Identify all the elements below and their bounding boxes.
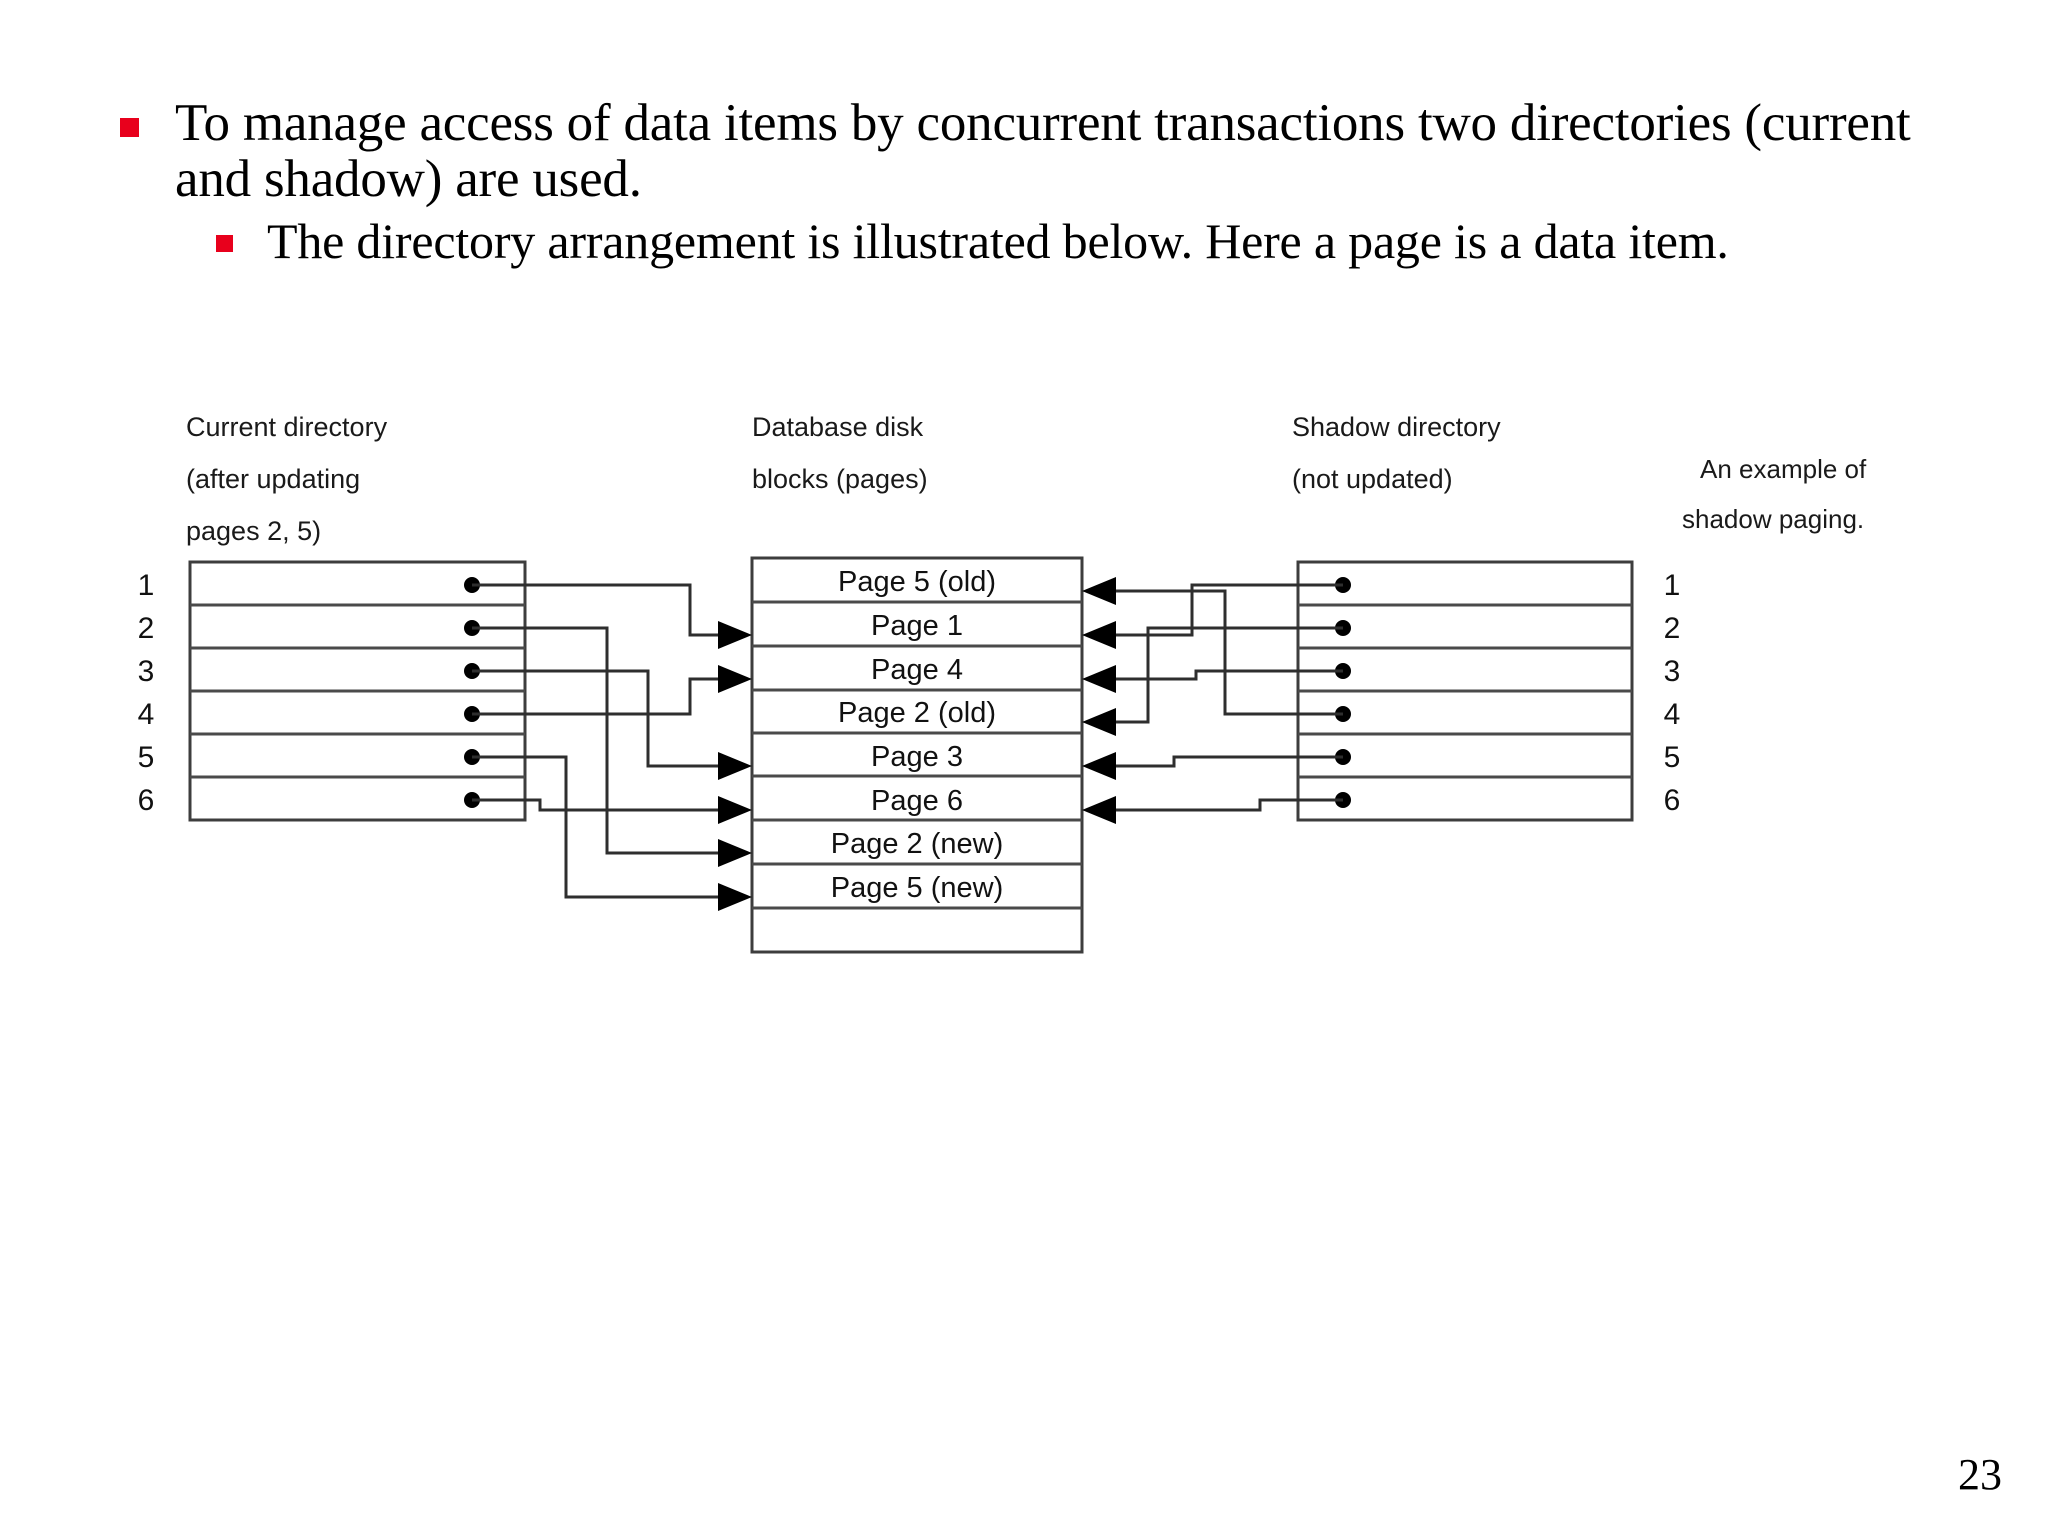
current-link-2-to-page2new [472, 626, 752, 867]
disk-block-row-3: Page 4 [871, 654, 963, 686]
caption-line2: shadow paging. [1682, 504, 1864, 534]
disk-block-row-6: Page 6 [871, 785, 963, 817]
disk-block-row-1: Page 5 (old) [838, 566, 996, 598]
bullet-text-2: The directory arrangement is illustrated… [267, 213, 1729, 270]
bullet-item-2: The directory arrangement is illustrated… [216, 215, 1960, 268]
shadow-dir-row-label-2: 2 [1664, 612, 1681, 645]
shadow-link-5-to-page3 [1082, 752, 1343, 780]
current-dir-row-label-3: 3 [138, 655, 155, 688]
diagram-caption: An example of shadow paging. [1682, 454, 1867, 534]
shadow-dir-row-label-1: 1 [1664, 569, 1681, 602]
slide-body: To manage access of data items by concur… [120, 94, 1960, 268]
disk-block-row-5: Page 3 [871, 741, 963, 773]
current-dir-row-label-6: 6 [138, 784, 155, 817]
shadow-dir-row-label-5: 5 [1664, 741, 1681, 774]
shadow-link-4-to-page5old [1082, 577, 1343, 716]
bullet-marker-icon [120, 118, 139, 137]
current-link-1-to-page1 [472, 583, 752, 649]
bullet-item-1: To manage access of data items by concur… [120, 94, 1960, 208]
current-dir-heading-line2: (after updating [186, 464, 360, 494]
current-link-3-to-page3 [472, 669, 752, 780]
shadow-dir-row-label-3: 3 [1664, 655, 1681, 688]
shadow-link-2-to-page2old [1082, 626, 1343, 736]
shadow-link-1-to-page1 [1082, 583, 1343, 649]
bullet-text-1: To manage access of data items by concur… [175, 94, 1911, 208]
shadow-dir-row-label-4: 4 [1664, 698, 1681, 731]
disk-block-row-2: Page 1 [871, 610, 963, 642]
shadow-directory-heading: Shadow directory (not updated) [1292, 412, 1501, 494]
current-directory-table: 1 2 3 4 5 6 [138, 560, 527, 822]
disk-block-row-8: Page 5 (new) [831, 872, 1004, 904]
shadow-dir-row-label-6: 6 [1664, 784, 1681, 817]
disk-blocks-heading-line1: Database disk [752, 412, 924, 442]
current-link-5-to-page5new [472, 755, 752, 911]
disk-blocks-heading: Database disk blocks (pages) [752, 412, 928, 494]
page-number: 23 [1958, 1450, 2002, 1499]
current-dir-row-label-1: 1 [138, 569, 155, 602]
current-dir-row-label-2: 2 [138, 612, 155, 645]
shadow-link-6-to-page6 [1082, 796, 1343, 824]
sub-bullet-marker-icon [216, 235, 233, 253]
disk-block-row-7: Page 2 (new) [831, 828, 1004, 860]
current-directory-heading: Current directory (after updating pages … [186, 412, 388, 546]
disk-blocks-table: Page 5 (old) Page 1 Page 4 Page 2 (old) … [750, 556, 1084, 954]
current-dir-heading-line1: Current directory [186, 412, 388, 442]
shadow-link-3-to-page4 [1082, 665, 1343, 693]
shadow-directory-table: 1 2 3 4 5 6 [1296, 560, 1681, 822]
shadow-paging-diagram: Current directory (after updating pages … [0, 380, 2048, 1000]
current-dir-row-label-5: 5 [138, 741, 155, 774]
disk-blocks-heading-line2: blocks (pages) [752, 464, 928, 494]
current-link-4-to-page4 [472, 665, 752, 716]
current-link-6-to-page6 [472, 796, 752, 824]
caption-line1: An example of [1700, 454, 1867, 484]
shadow-dir-heading-line1: Shadow directory [1292, 412, 1501, 442]
current-dir-row-label-4: 4 [138, 698, 155, 731]
disk-block-row-4: Page 2 (old) [838, 697, 996, 729]
current-dir-heading-line3: pages 2, 5) [186, 516, 321, 546]
shadow-dir-heading-line2: (not updated) [1292, 464, 1453, 494]
